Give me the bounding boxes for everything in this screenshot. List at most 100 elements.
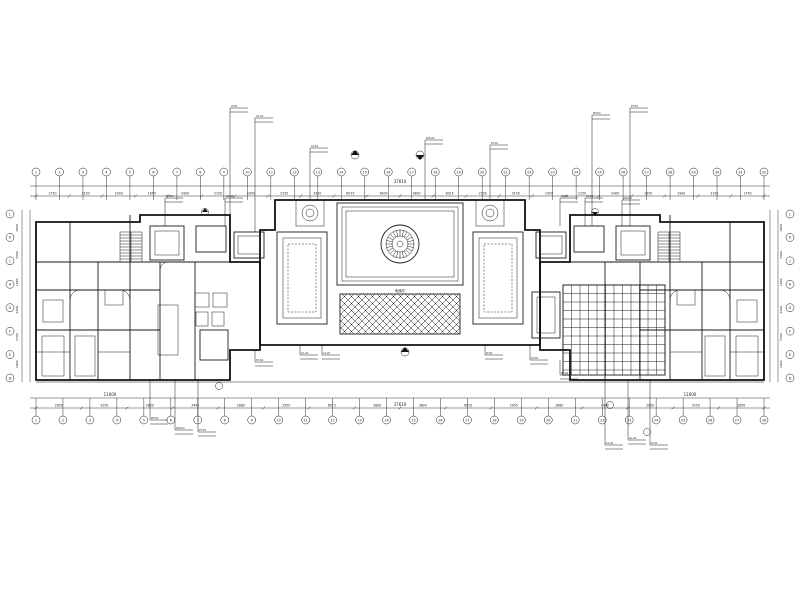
left-grid-bubble-label: D (9, 376, 12, 380)
bottom-grid-bubble (759, 415, 769, 425)
top-grid-bubble-label: 28 (668, 170, 672, 174)
top-grid-bubble-label: 30 (715, 170, 719, 174)
callout-tag-label: PT-01 (491, 141, 498, 145)
top-grid-bubble (477, 167, 487, 177)
bottom-grid-bubble (301, 415, 310, 425)
left-grid-bubble (5, 350, 15, 359)
left-grid-bubble-label: G (9, 306, 12, 310)
bottom-grid-bubble (58, 415, 68, 425)
top-grid-bubble (642, 167, 651, 177)
top-grid-bubble (78, 167, 88, 177)
top-grid-bubble (125, 167, 135, 177)
right-side-dim-label: 3600 (779, 251, 783, 259)
bottom-grid-bubble (247, 415, 256, 425)
bottom-grid-bubble (31, 415, 41, 425)
central-lobby-ceiling: 电梯厅 (336, 202, 464, 335)
right-side-dimension (769, 210, 779, 382)
bottom-grid-bubble-label: 5 (143, 418, 145, 422)
top-grid-bubble-label: 20 (480, 170, 484, 174)
bottom-grid-bubble-label: 20 (546, 418, 550, 422)
top-dim-label: 2400 (181, 192, 189, 196)
right-grid-bubble-label: K (789, 236, 792, 240)
right-grid-bubble (785, 256, 795, 266)
bottom-grid-bubble-label: 24 (654, 418, 658, 422)
top-grid-bubble-label: 1 (35, 170, 37, 174)
bottom-grid-bubble-label: 26 (708, 418, 712, 422)
top-dim-label: 1950 (545, 192, 553, 196)
bottom-grid-bubble-label: 8 (224, 418, 226, 422)
callout-tag-label: CL-01 (323, 351, 331, 355)
top-grid-bubble (149, 167, 158, 177)
right-side-dim-label: 1800 (779, 360, 783, 368)
section-markers (201, 150, 651, 436)
callout-tag-label: WD-01 (426, 136, 435, 140)
bottom-grid-bubble-label: 14 (384, 418, 388, 422)
bottom-dim-label: 6015 (464, 404, 472, 408)
top-grid-bubble (665, 167, 675, 177)
top-grid-bubble (618, 167, 628, 177)
top-grid-bubble-label: 13 (316, 170, 320, 174)
bottom-left-overall-dim: 11600 (104, 392, 117, 397)
right-grid-bubble-label: G (789, 306, 792, 310)
top-grid-bubble (290, 167, 299, 177)
callout-tag-label: GL-01 (301, 351, 309, 355)
callout-tag-label: WD-01 (176, 426, 185, 430)
top-dim-label: 3150 (82, 192, 90, 196)
top-grid-bubble-label: 23 (550, 170, 554, 174)
top-dim-label: 2150 (214, 192, 222, 196)
bottom-grid-bubble-label: 23 (627, 418, 631, 422)
bottom-grid-bubble-label: 19 (519, 418, 523, 422)
top-grid-bubble-label: 17 (410, 170, 414, 174)
callout-tag-label: LT-01 (651, 441, 658, 445)
top-grid-bubble-label: 29 (691, 170, 695, 174)
bottom-grid-bubble (409, 415, 418, 425)
top-grid-bubble (407, 167, 416, 177)
bottom-grid-bubble (85, 415, 95, 425)
top-grid-bubble-label: 31 (738, 170, 742, 174)
bottom-grid-bubble (624, 415, 634, 425)
central-chandelier-dome (380, 224, 420, 264)
top-grid-bubble (430, 167, 440, 177)
left-wing-interior (36, 215, 265, 380)
top-dim-label: 3150 (710, 192, 718, 196)
left-side-dim-label: 1800 (15, 360, 19, 368)
left-grid-bubble (5, 326, 15, 336)
bottom-grid-bubble (274, 415, 283, 425)
bottom-dim-label: 2950 (510, 404, 518, 408)
callout-tag-label: CL-01 (256, 114, 264, 118)
top-grid-bubble-label: 32 (762, 170, 766, 174)
bottom-grid-bubble (436, 415, 445, 425)
top-dim-label: 2950 (479, 192, 487, 196)
top-grid-bubble (736, 167, 745, 177)
left-grid-bubble-label: E (9, 353, 11, 357)
flank-ceiling-panels (276, 199, 524, 325)
top-grid-bubble-label: 4 (105, 170, 107, 174)
bottom-grid-bubble (571, 415, 580, 425)
top-grid-bubble-label: 12 (292, 170, 296, 174)
lobby-label: 电梯厅 (395, 288, 406, 293)
bottom-grid-bubble (355, 415, 364, 425)
bottom-grid-bubble (517, 415, 526, 425)
top-grid-bubble-label: 25 (597, 170, 601, 174)
left-grid-bubble-label: F (9, 329, 11, 333)
callout-tag-label: WD-01 (623, 196, 632, 200)
top-grid-bubble (337, 167, 346, 177)
top-grid-bubble (219, 167, 229, 177)
left-side-dim-label: 3600 (15, 251, 19, 259)
top-dim-label: 2950 (313, 192, 321, 196)
left-side-dim-label: 1800 (15, 278, 19, 286)
bottom-dim-label: 2850 (55, 404, 63, 408)
top-grid-bubble (313, 167, 323, 177)
bottom-grid-bubble-label: 18 (492, 418, 496, 422)
right-grid-bubble (785, 233, 795, 242)
callout-tag-label: ST-02 (561, 371, 569, 375)
callout-tag-label: MT-01 (151, 416, 159, 420)
top-grid-bubble (196, 167, 205, 177)
top-dim-label: 1900 (115, 192, 123, 196)
top-grid-bubble (266, 167, 276, 177)
right-grid-bubble-label: D (789, 376, 792, 380)
bottom-grid-bubble (382, 415, 391, 425)
